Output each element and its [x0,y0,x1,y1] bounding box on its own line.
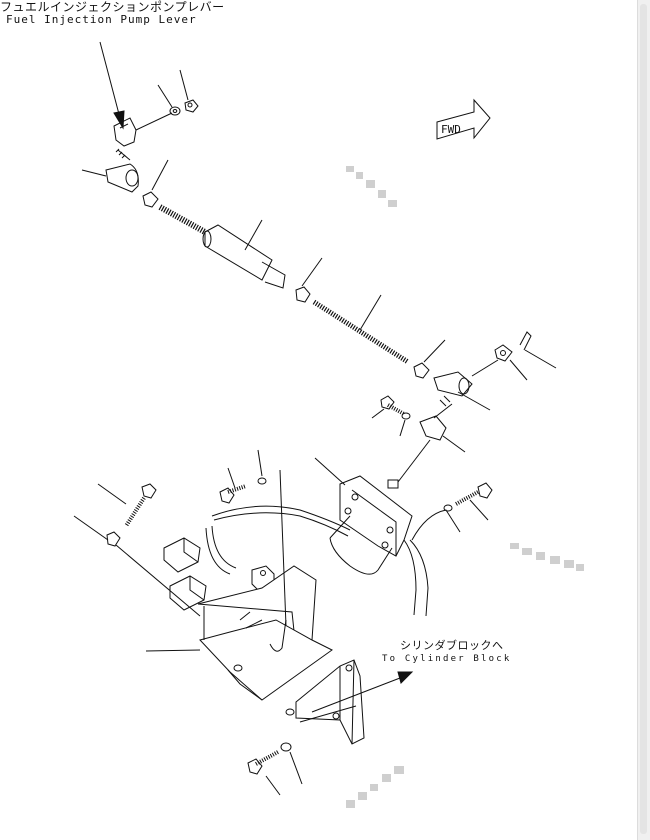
watermark [346,166,584,808]
nut-right [413,339,446,379]
nut-bracket-left [73,515,201,617]
cylinder-block-pointer [311,671,414,713]
ball-joint-left [81,163,139,193]
threaded-rod-upper [158,204,207,235]
bolt-right [455,482,493,521]
bolt-bracket [219,467,247,504]
threaded-rod-long [312,294,410,365]
ball-joint-right [433,371,491,411]
mounting-bracket [145,469,333,716]
to-cylinder-block-label-en: To Cylinder Block [382,654,512,664]
actuator-cable [403,509,461,617]
fwd-label: FWD [441,123,461,136]
fuel-pump-lever-label-en: Fuel Injection Pump Lever [6,13,197,26]
nut-mid [295,257,323,303]
washer-top [157,84,181,116]
fwd-arrow: FWD [436,98,491,140]
washer-center [399,412,411,437]
connector-upper [163,537,201,573]
pump-lever [113,112,173,147]
wiring-harness [205,505,351,575]
bolt-bottom [247,750,281,796]
nut-left [142,159,169,208]
actuator-motor [314,457,413,575]
washer-right [443,504,453,512]
connector-lower [169,575,207,611]
scrollbar-thumb[interactable] [640,4,647,834]
washer-bracket [257,449,267,485]
lever-bolt [115,148,131,161]
angle-bracket [295,659,365,745]
actuator-lever [397,395,466,483]
cotter-pin [519,331,557,369]
nut-top [179,69,199,113]
bolt-left [97,483,157,528]
turnbuckle-body [202,219,286,289]
to-cylinder-block-label-jp: シリンダブロックへ [400,639,504,652]
washer-bottom [280,742,303,785]
bolt-center [371,395,405,419]
fuel-pump-lever-label-jp: フュエルインジェクションポンプレバー [0,0,225,14]
nut-far-right [471,344,528,381]
lever-pointer-arrow [99,41,125,130]
